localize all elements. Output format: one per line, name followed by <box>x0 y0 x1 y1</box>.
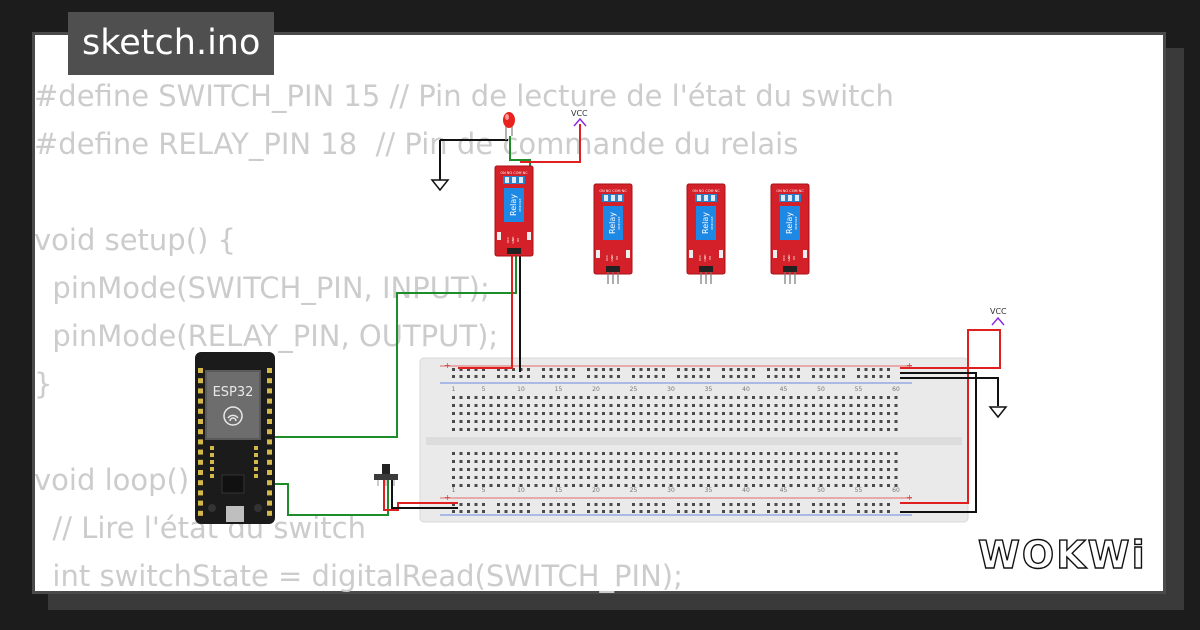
relay-pin-label: GND <box>787 254 791 262</box>
breadboard-number: 15 <box>555 386 563 393</box>
breadboard-number: 30 <box>667 386 675 393</box>
rail-plus-label-bottom-right: + <box>906 493 913 502</box>
ground-symbol-rail <box>988 406 1008 419</box>
breadboard-number: 60 <box>892 386 900 393</box>
relay-label: Relay <box>509 194 518 216</box>
file-name-tab[interactable]: sketch.ino <box>68 12 275 75</box>
breadboard-number: 5 <box>482 386 486 393</box>
relay-sublabel: MODULE <box>794 216 798 229</box>
relay-pin-label: VCC <box>605 255 609 261</box>
rail-plus-label-bottom: + <box>444 493 451 502</box>
breadboard-number: 5 <box>482 487 486 494</box>
red-led[interactable] <box>503 112 515 140</box>
breadboard-number: 50 <box>817 386 825 393</box>
vcc-label-top: VCC <box>571 109 588 118</box>
relay-pin-label: VCC <box>698 255 702 261</box>
svg-text:WOKWi: WOKWi <box>978 533 1147 577</box>
relay-pin-label: IN <box>708 256 712 259</box>
relay-terminal-labels: ON NO COM NC <box>776 189 804 193</box>
relay-label: Relay <box>785 212 794 234</box>
usb-port <box>226 506 244 522</box>
esp32-board[interactable]: ESP32 <box>195 352 275 524</box>
wire-switch-vcc <box>383 478 458 511</box>
relay-sublabel: MODULE <box>518 198 522 211</box>
breadboard-number: 30 <box>667 487 675 494</box>
breadboard-number: 1 <box>452 487 456 494</box>
breadboard-number: 10 <box>517 487 525 494</box>
breadboard-holes <box>452 368 898 513</box>
wokwi-logo: WOKWi <box>977 532 1147 577</box>
wire-rail-vcc <box>900 329 1001 504</box>
relay-pin-label: IN <box>516 238 520 241</box>
wire-relay-vcc-rail <box>458 255 513 369</box>
relay-terminal-labels: ON NO COM NC <box>500 171 528 175</box>
breadboard-number: 1 <box>452 386 456 393</box>
relay-label: Relay <box>701 212 710 234</box>
wifi-icon <box>223 406 243 426</box>
breadboard-number: 25 <box>630 487 638 494</box>
relay-pin-label: GND <box>610 254 614 262</box>
breadboard-number: 55 <box>855 487 863 494</box>
code-line: } <box>34 367 53 401</box>
relay-sublabel: MODULE <box>710 216 714 229</box>
ground-symbol-led <box>430 179 450 192</box>
esp32-pins <box>198 368 272 516</box>
code-background: #define SWITCH_PIN 15 // Pin de lecture … <box>34 72 894 600</box>
relay-label: Relay <box>608 212 617 234</box>
vcc-label-right: VCC <box>990 307 1007 316</box>
relay-pin-label: GND <box>511 236 515 244</box>
slide-switch[interactable] <box>374 464 398 486</box>
breadboard-number: 60 <box>892 487 900 494</box>
breadboard-number: 55 <box>855 386 863 393</box>
wire-vcc-relay <box>520 124 581 163</box>
code-line: void setup() { <box>34 223 236 257</box>
relay-terminal-labels: ON NO COM NC <box>692 189 720 193</box>
code-line: pinMode(RELAY_PIN, OUTPUT); <box>34 319 499 353</box>
wire-relay-in <box>272 255 517 438</box>
relay-terminal-labels: ON NO COM NC <box>599 189 627 193</box>
rail-plus-label: + <box>444 361 451 370</box>
vcc-symbol-right: VCC <box>990 307 1007 326</box>
breadboard-number: 40 <box>742 386 750 393</box>
relay-pin-label: VCC <box>506 237 510 243</box>
wire-switch-gnd <box>391 478 458 509</box>
relay-pin-label: VCC <box>782 255 786 261</box>
code-line: int switchState = digitalRead(SWITCH_PIN… <box>34 559 683 593</box>
code-line: #define RELAY_PIN 18 // Pin de commande … <box>34 127 799 161</box>
relay-pin-label: IN <box>615 256 619 259</box>
breadboard-number: 45 <box>780 386 788 393</box>
breadboard-number: 15 <box>555 487 563 494</box>
breadboard-number: 20 <box>592 487 600 494</box>
breadboard-number: 40 <box>742 487 750 494</box>
breadboard-number: 35 <box>705 487 713 494</box>
wire-switch-signal <box>272 478 389 516</box>
wire-rail-gnd-symbol <box>900 377 999 406</box>
breadboard-number: 20 <box>592 386 600 393</box>
code-line: #define SWITCH_PIN 15 // Pin de lecture … <box>34 79 894 113</box>
breadboard-number: 35 <box>705 386 713 393</box>
breadboard-number: 50 <box>817 487 825 494</box>
ground-symbols <box>430 179 1008 419</box>
vcc-symbol-top: VCC <box>571 109 588 127</box>
breadboard-number: 25 <box>630 386 638 393</box>
code-line: pinMode(SWITCH_PIN, INPUT); <box>34 271 490 305</box>
rail-plus-label-right: + <box>906 361 913 370</box>
wires <box>272 124 1001 516</box>
wire-rail-gnd <box>900 372 977 513</box>
breadboard-number: 10 <box>517 386 525 393</box>
relay-pin-label: IN <box>792 256 796 259</box>
breadboard-number: 45 <box>780 487 788 494</box>
esp32-label: ESP32 <box>213 385 254 400</box>
relay-sublabel: MODULE <box>617 216 621 229</box>
relay-pin-label: GND <box>703 254 707 262</box>
